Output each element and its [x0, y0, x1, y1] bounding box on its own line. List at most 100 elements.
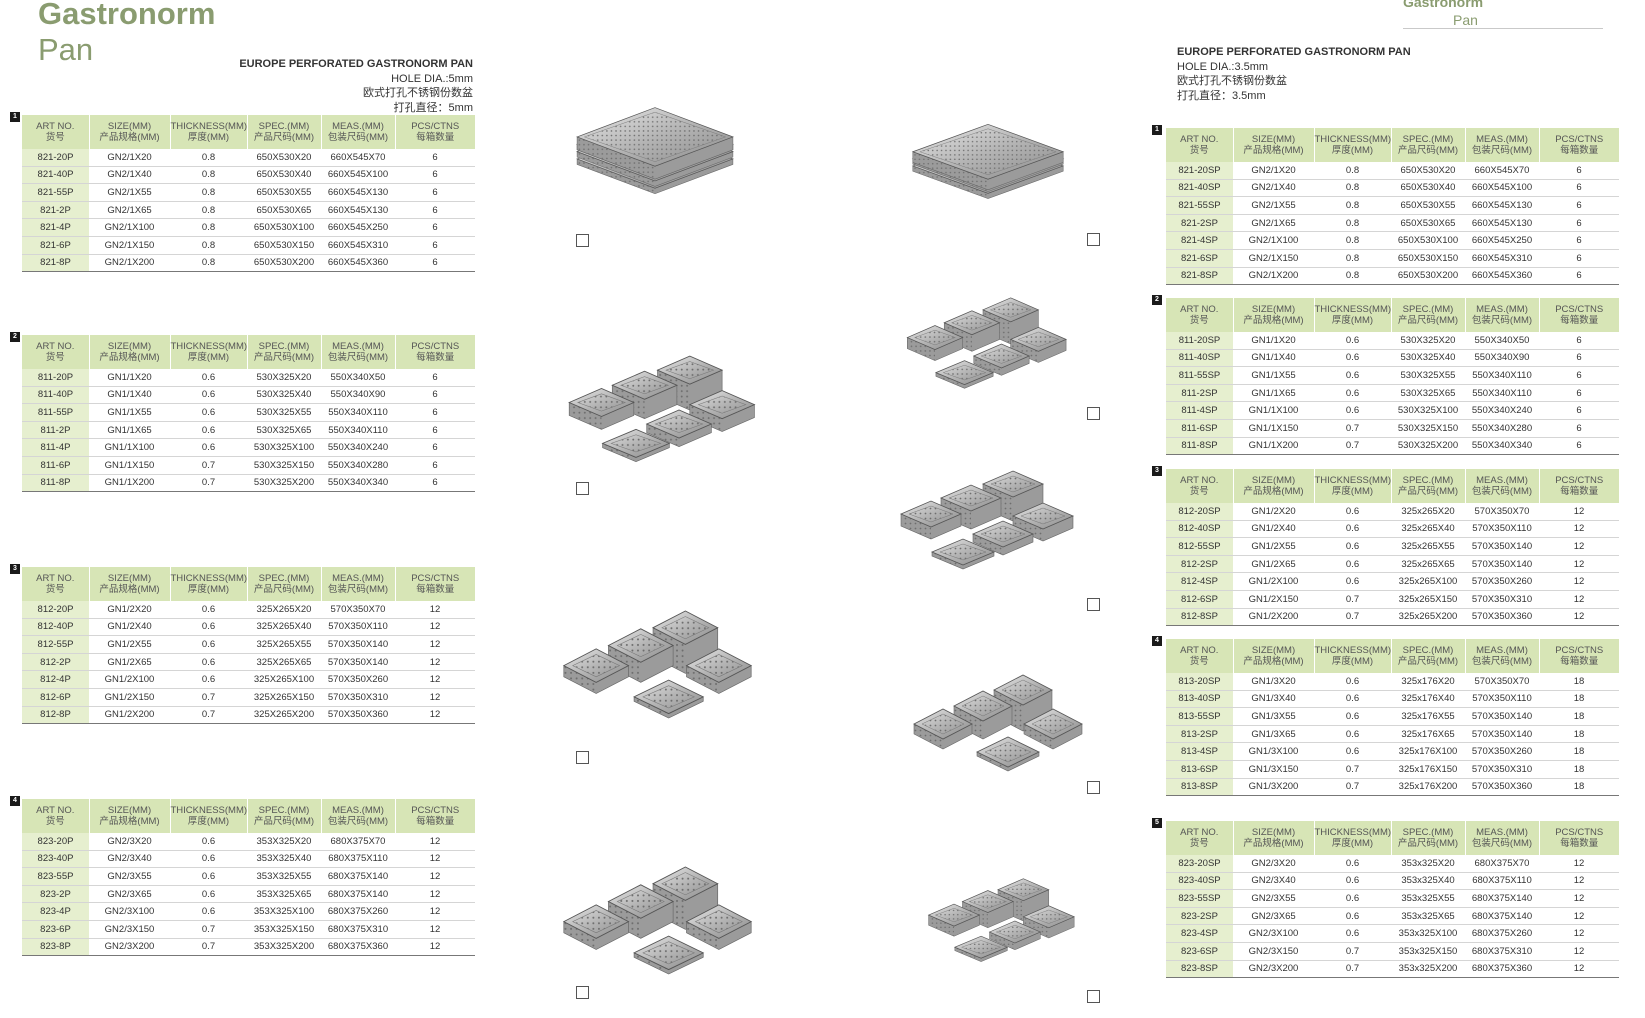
table-cell: GN1/2X150	[89, 688, 170, 707]
table-cell: 680X375X310	[321, 920, 395, 939]
table-cell: 325x176X100	[1391, 742, 1465, 761]
table-cell: 6	[1539, 401, 1619, 420]
column-header-cn: 产品规格(MM)	[99, 132, 160, 143]
table-cell: GN2/1X200	[1233, 267, 1314, 286]
table-cell: 812-55P	[22, 635, 89, 654]
column-header-cn: 包装尺码(MM)	[1471, 145, 1533, 156]
column-header: ART NO.货号	[1166, 821, 1234, 855]
image-number-label	[1087, 407, 1100, 420]
table-cell: 12	[395, 902, 475, 921]
table-cell: 812-2P	[22, 653, 89, 672]
right-product-header: EUROPE PERFORATED GASTRONORM PAN HOLE DI…	[1177, 45, 1437, 103]
table-cell: 0.8	[1314, 231, 1391, 250]
column-header: SIZE(MM)产品规格(MM)	[1233, 298, 1315, 332]
column-header: SPEC.(MM)产品尺码(MM)	[247, 335, 322, 369]
table-cell: 550X340X50	[1465, 332, 1539, 350]
table-cell: 12	[1539, 855, 1619, 873]
table-cell: GN1/2X40	[89, 618, 170, 637]
table-cell: 823-4SP	[1166, 924, 1233, 943]
table-cell: 812-2SP	[1166, 555, 1233, 574]
column-header-cn: 包装尺码(MM)	[327, 132, 389, 143]
table-cell: 650X530X55	[247, 183, 321, 202]
table-cell: 821-2SP	[1166, 214, 1233, 233]
column-header-en: SPEC.(MM)	[1402, 645, 1454, 656]
column-header-en: ART NO.	[1180, 827, 1219, 838]
table-cell: 353X325X55	[247, 867, 321, 886]
table-cell: 570X350X360	[1465, 778, 1539, 797]
table-cell: 6	[395, 183, 475, 202]
table-cell: 570X350X360	[321, 706, 395, 725]
table-cell: 12	[395, 618, 475, 637]
image-number-label	[1087, 990, 1100, 1003]
table-cell: 12	[395, 670, 475, 689]
column-header: MEAS.(MM)包装尺码(MM)	[321, 567, 396, 601]
table-cell: 812-6P	[22, 688, 89, 707]
column-header: MEAS.(MM)包装尺码(MM)	[1465, 469, 1540, 503]
table-cell: 6	[395, 218, 475, 237]
table-cell: 325x176X55	[1391, 707, 1465, 726]
column-header-en: PCS/CTNS	[1555, 304, 1604, 315]
table-cell: 650X530X40	[247, 166, 321, 185]
table-cell: 811-2SP	[1166, 384, 1233, 403]
right-header-title: EUROPE PERFORATED GASTRONORM PAN	[1177, 46, 1411, 58]
column-header-en: SPEC.(MM)	[1402, 134, 1454, 145]
table-cell: 550X340X240	[1465, 401, 1539, 420]
table-cell: GN2/1X150	[1233, 249, 1314, 268]
table-cell: 0.7	[1314, 437, 1391, 456]
table-cell: 530X325X100	[247, 438, 321, 457]
table-cell: 18	[1539, 690, 1619, 709]
table-cell: 12	[395, 938, 475, 957]
table-cell: 12	[395, 920, 475, 939]
page-subtitle: Pan	[38, 32, 94, 67]
table-cell: GN2/3X150	[89, 920, 170, 939]
column-header-cn: 货号	[1189, 315, 1209, 326]
table-cell: 325x176X200	[1391, 778, 1465, 797]
column-header-cn: 货号	[1189, 486, 1209, 497]
column-header-cn: 每箱数量	[416, 816, 455, 827]
table-cell: 18	[1539, 707, 1619, 726]
table-cell: 0.6	[1314, 707, 1391, 726]
table-cell: GN1/2X20	[1233, 503, 1314, 521]
right-header-cn-name: 欧式打孔不锈钢份数盆	[1177, 75, 1287, 87]
table-cell: 660X545X310	[1465, 249, 1539, 268]
image-number-label	[576, 234, 589, 247]
column-header-en: SPEC.(MM)	[258, 121, 310, 132]
table-cell: 550X340X280	[1465, 419, 1539, 438]
table-cell: 650X530X100	[1391, 231, 1465, 250]
table-cell: 12	[1539, 555, 1619, 574]
table-cell: 12	[1539, 960, 1619, 979]
table-cell: 6	[395, 421, 475, 440]
table-cell: 12	[395, 706, 475, 725]
column-header-cn: 包装尺码(MM)	[1471, 656, 1533, 667]
table-cell: 570X350X310	[1465, 760, 1539, 779]
table-cell: 570X350X140	[321, 653, 395, 672]
table-cell: 0.6	[1314, 907, 1391, 926]
column-header-en: ART NO.	[1180, 645, 1219, 656]
table-cell: 325X265X40	[247, 618, 321, 637]
table-cell: 821-2P	[22, 201, 89, 220]
table-cell: 570X350X140	[321, 635, 395, 654]
table-cell: 650X530X150	[1391, 249, 1465, 268]
table-cell: 12	[1539, 872, 1619, 891]
table-cell: 823-2P	[22, 885, 89, 904]
